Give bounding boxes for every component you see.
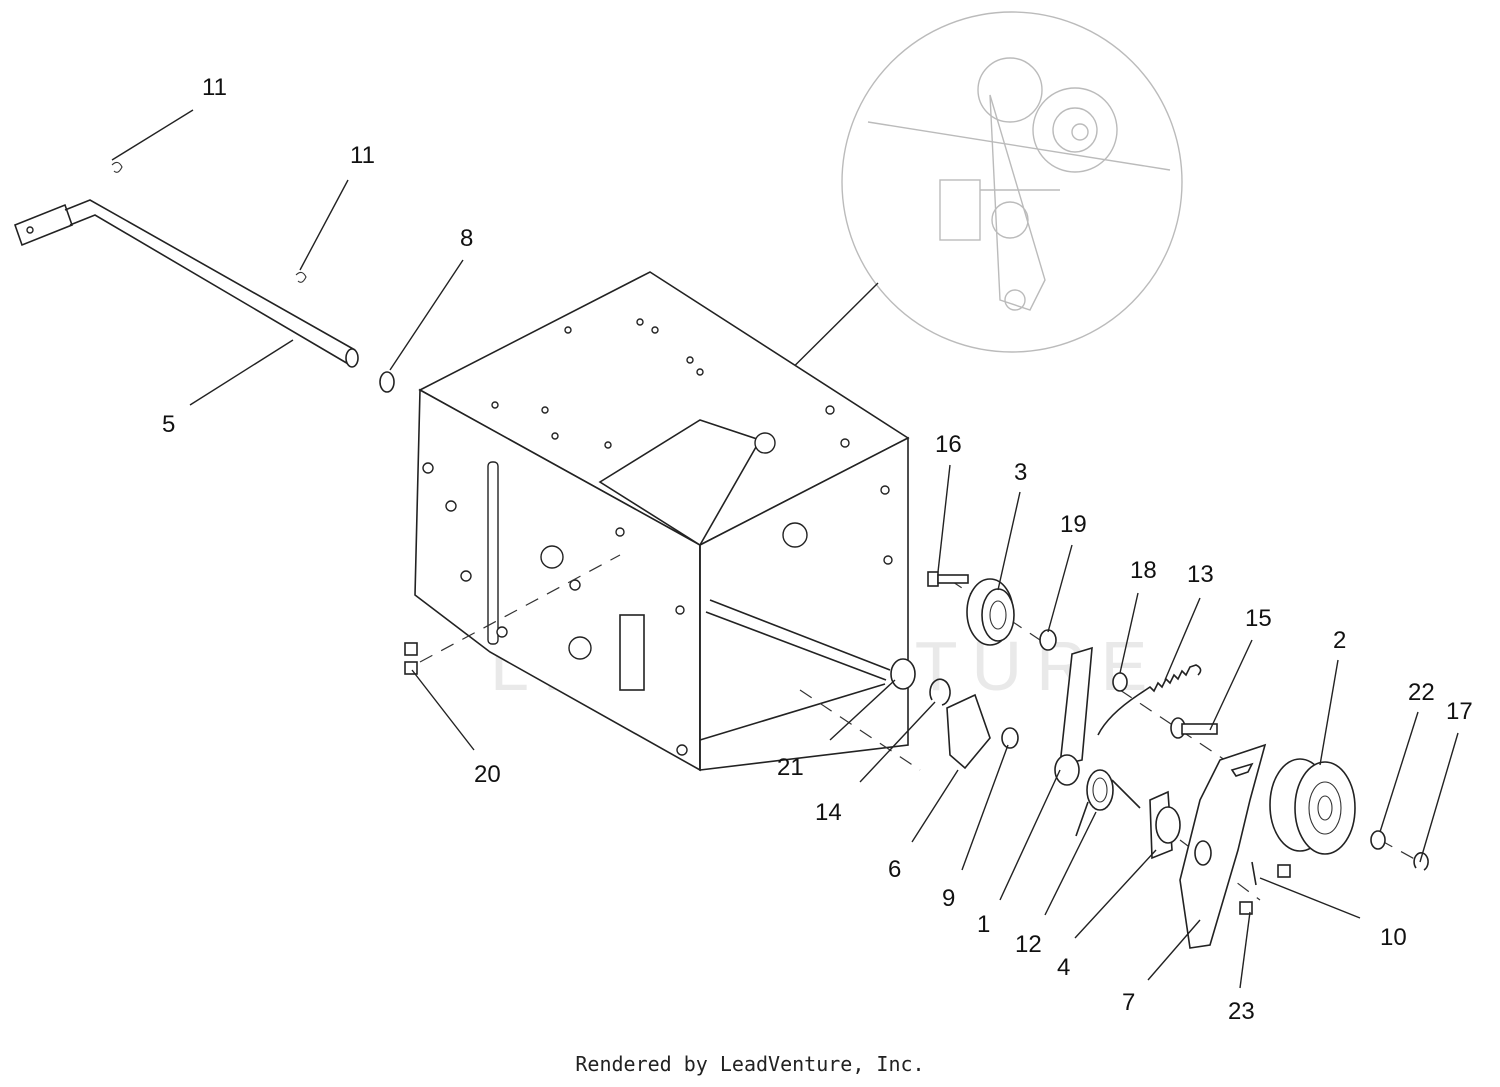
callout-7: 7 xyxy=(1122,989,1135,1016)
part-bolt-16 xyxy=(927,571,969,587)
callout-5: 5 xyxy=(162,411,175,438)
callout-9: 9 xyxy=(942,885,955,912)
chassis-frame xyxy=(414,271,910,772)
callout-19: 19 xyxy=(1060,511,1087,538)
callout-20: 20 xyxy=(474,761,501,788)
part-pivot-4 xyxy=(1149,790,1181,860)
callout-4: 4 xyxy=(1057,954,1070,981)
part-bracket-6 xyxy=(946,693,991,770)
callout-21: 21 xyxy=(777,754,804,781)
callout-3: 3 xyxy=(1014,459,1027,486)
inset-detail xyxy=(841,11,1183,353)
part-clip-17 xyxy=(1413,852,1429,871)
part-bolt-15 xyxy=(1170,717,1218,739)
callout-12: 12 xyxy=(1015,931,1042,958)
part-hardware xyxy=(111,161,418,675)
callout-18: 18 xyxy=(1130,557,1157,584)
callout-23: 23 xyxy=(1228,998,1255,1025)
part-pin-10 xyxy=(1251,861,1257,886)
callout-10: 10 xyxy=(1380,924,1407,951)
part-torsion-spring-12 xyxy=(1075,769,1141,837)
part-plate-7 xyxy=(1179,743,1267,949)
part-washer-21 xyxy=(890,658,916,690)
callout-16: 16 xyxy=(935,431,962,458)
callout-leaders xyxy=(111,109,1459,989)
callout-2: 2 xyxy=(1333,627,1346,654)
shaft xyxy=(699,599,891,741)
part-idler-arm-1 xyxy=(1054,646,1128,786)
callout-1: 1 xyxy=(977,911,990,938)
part-spring-13 xyxy=(1097,664,1202,736)
callout-14: 14 xyxy=(815,799,842,826)
footer-credit: Rendered by LeadVenture, Inc. xyxy=(575,1052,925,1076)
callout-13: 13 xyxy=(1187,561,1214,588)
part-pulley-2 xyxy=(1269,758,1356,855)
part-ring-14 xyxy=(929,678,951,706)
part-rod xyxy=(13,199,359,368)
callout-22: 22 xyxy=(1408,679,1435,706)
callout-6: 6 xyxy=(888,856,901,883)
callout-11a: 11 xyxy=(202,74,227,101)
callout-11b: 11 xyxy=(350,142,375,169)
callout-labels: 11 11 8 5 16 3 19 18 13 15 2 22 17 20 21… xyxy=(162,74,1473,1025)
part-pulley-3 xyxy=(966,578,1015,646)
callout-17: 17 xyxy=(1446,698,1473,725)
part-washer-9 xyxy=(1001,727,1019,749)
part-bolt-23 xyxy=(1239,864,1291,915)
callout-8: 8 xyxy=(460,225,473,252)
callout-15: 15 xyxy=(1245,605,1272,632)
part-bushing-19 xyxy=(1039,629,1057,651)
part-washer-22 xyxy=(1370,830,1386,850)
